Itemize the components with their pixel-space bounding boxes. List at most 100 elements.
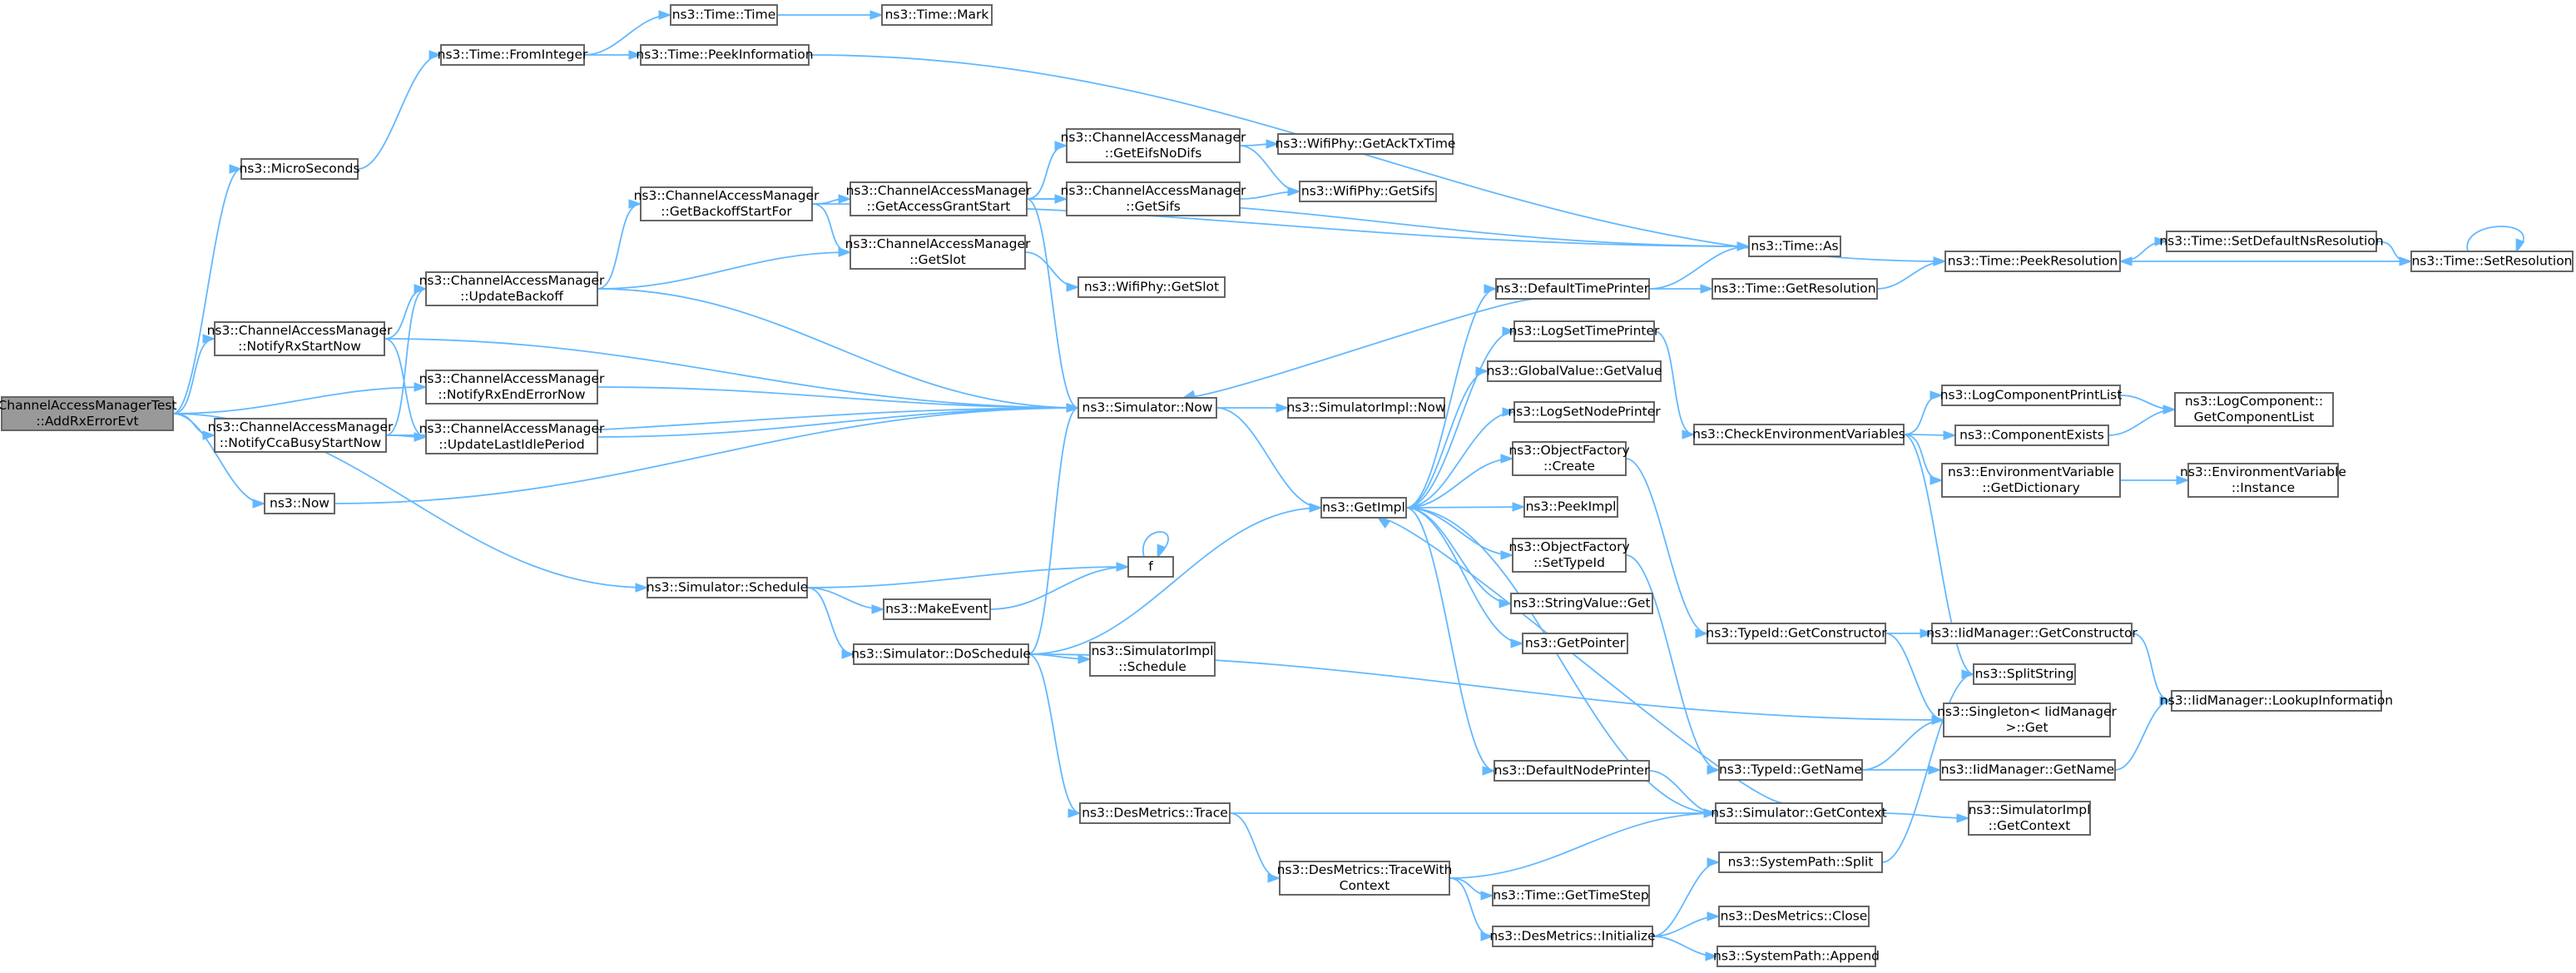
node-wifi_getslot[interactable]: ns3::WifiPhy::GetSlot [1077, 276, 1226, 298]
node-peekimpl[interactable]: ns3::PeekImpl [1523, 496, 1618, 518]
node-makeevent[interactable]: ns3::MakeEvent [883, 598, 991, 620]
node-iidgetname[interactable]: ns3::IidManager::GetName [1939, 759, 2116, 781]
node-box[interactable] [1066, 128, 1241, 163]
node-updatebackoff[interactable]: ns3::ChannelAccessManager::UpdateBackoff [419, 271, 605, 306]
node-logsettimeprinter[interactable]: ns3::LogSetTimePrinter [1509, 320, 1660, 342]
node-box[interactable] [1523, 496, 1618, 518]
node-box[interactable] [1513, 401, 1655, 423]
node-logcompprintlist[interactable]: ns3::LogComponentPrintList [1940, 385, 2123, 406]
node-box[interactable] [1973, 663, 2076, 685]
node-desclose[interactable]: ns3::DesMetrics::Close [1718, 906, 1870, 927]
node-defaulttimeprinter[interactable]: ns3::DefaultTimePrinter [1495, 278, 1650, 300]
node-box[interactable] [425, 271, 598, 306]
node-typeidgetname[interactable]: ns3::TypeId::GetName [1718, 759, 1863, 781]
node-box[interactable] [1939, 759, 2116, 781]
node-box[interactable] [1127, 556, 1174, 578]
node-getpointer[interactable]: ns3::GetPointer [1522, 633, 1628, 654]
node-box[interactable] [1512, 538, 1627, 573]
node-box[interactable] [1487, 360, 1662, 382]
node-box[interactable] [1, 396, 174, 431]
node-box[interactable] [2171, 690, 2382, 712]
node-box[interactable] [425, 370, 598, 405]
node-box[interactable] [1941, 463, 2121, 498]
node-box[interactable] [881, 4, 993, 26]
node-box[interactable] [1510, 593, 1653, 614]
node-box[interactable] [1320, 497, 1407, 519]
node-box[interactable] [2410, 251, 2574, 272]
node-box[interactable] [425, 419, 598, 454]
node-box[interactable] [1079, 802, 1231, 824]
node-box[interactable] [883, 598, 991, 620]
node-defaultnodeprinter[interactable]: ns3::DefaultNodePrinter [1494, 760, 1650, 782]
node-syspathsplit[interactable]: ns3::SystemPath::Split [1718, 851, 1883, 873]
node-getresolution[interactable]: ns3::Time::GetResolution [1712, 278, 1878, 300]
node-cam_getslot[interactable]: ns3::ChannelAccessManager::GetSlot [845, 235, 1031, 270]
node-schedule[interactable]: ns3::Simulator::Schedule [646, 577, 808, 598]
node-box[interactable] [1693, 424, 1905, 445]
node-box[interactable] [2187, 463, 2339, 498]
node-peekresolution[interactable]: ns3::Time::PeekResolution [1944, 251, 2121, 272]
node-box[interactable] [1931, 623, 2133, 644]
node-box[interactable] [1299, 181, 1437, 202]
node-getacktx[interactable]: ns3::WifiPhy::GetAckTxTime [1276, 133, 1456, 155]
node-box[interactable] [1279, 861, 1450, 896]
node-gettimestep[interactable]: ns3::Time::GetTimeStep [1492, 885, 1650, 906]
node-updatelastidle[interactable]: ns3::ChannelAccessManager::UpdateLastIdl… [419, 419, 605, 454]
node-box[interactable] [1492, 885, 1650, 906]
node-box[interactable] [670, 4, 778, 26]
node-peekinfo[interactable]: ns3::Time::PeekInformation [636, 44, 814, 66]
node-box[interactable] [1715, 802, 1883, 824]
node-box[interactable] [2174, 392, 2334, 427]
node-syspathappend[interactable]: ns3::SystemPath::Append [1713, 946, 1880, 967]
node-box[interactable] [214, 321, 385, 356]
node-checkenv[interactable]: ns3::CheckEnvironmentVariables [1692, 424, 1905, 445]
node-getcomponentlist[interactable]: ns3::LogComponent::GetComponentList [2174, 392, 2334, 427]
node-notifyrxend[interactable]: ns3::ChannelAccessManager::NotifyRxEndEr… [419, 370, 605, 405]
node-desinit[interactable]: ns3::DesMetrics::Initialize [1489, 926, 1656, 947]
node-simnow[interactable]: ns3::Simulator::Now [1077, 397, 1217, 419]
node-box[interactable] [214, 418, 387, 453]
node-globalvalueget[interactable]: ns3::GlobalValue::GetValue [1487, 360, 1662, 382]
node-splitstring[interactable]: ns3::SplitString [1973, 663, 2076, 685]
node-iidgetctor[interactable]: ns3::IidManager::GetConstructor [1926, 623, 2138, 644]
node-getimpl[interactable]: ns3::GetImpl [1320, 497, 1407, 519]
node-notifycca[interactable]: ns3::ChannelAccessManager::NotifyCcaBusy… [208, 418, 394, 453]
node-box[interactable] [1707, 623, 1886, 644]
node-setdefaultns[interactable]: ns3::Time::SetDefaultNsResolution [2159, 231, 2384, 252]
node-box[interactable] [1066, 181, 1241, 216]
node-doschedule[interactable]: ns3::Simulator::DoSchedule [851, 643, 1031, 665]
node-componentexists[interactable]: ns3::ComponentExists [1954, 424, 2109, 446]
node-logsetnodeprinter[interactable]: ns3::LogSetNodePrinter [1508, 401, 1661, 423]
node-box[interactable] [1748, 236, 1841, 257]
node-box[interactable] [646, 577, 808, 598]
node-iidlookup[interactable]: ns3::IidManager::LookupInformation [2160, 690, 2393, 712]
node-box[interactable] [1492, 926, 1653, 947]
node-box[interactable] [264, 493, 335, 514]
node-envgetdict[interactable]: ns3::EnvironmentVariable::GetDictionary [1941, 463, 2121, 498]
node-box[interactable] [850, 235, 1026, 270]
node-box[interactable] [1494, 760, 1650, 782]
node-envinstance[interactable]: ns3::EnvironmentVariable::Instance [2180, 463, 2346, 498]
node-box[interactable] [240, 158, 359, 180]
node-microseconds[interactable]: ns3::MicroSeconds [239, 158, 360, 180]
node-box[interactable] [1077, 276, 1226, 298]
node-box[interactable] [1712, 278, 1878, 300]
node-box[interactable] [1277, 133, 1454, 155]
node-stringvalueget[interactable]: ns3::StringValue::Get [1510, 593, 1653, 614]
node-simimplschedule[interactable]: ns3::SimulatorImpl::Schedule [1089, 642, 1216, 677]
node-box[interactable] [850, 181, 1028, 216]
node-box[interactable] [1512, 441, 1627, 476]
node-box[interactable] [1944, 251, 2121, 272]
node-box[interactable] [1718, 759, 1863, 781]
node-simimplnow[interactable]: ns3::SimulatorImpl::Now [1286, 397, 1446, 419]
node-box[interactable] [1718, 851, 1883, 873]
node-geteifs[interactable]: ns3::ChannelAccessManager::GetEifsNoDifs [1061, 128, 1246, 163]
node-box[interactable] [1495, 278, 1650, 300]
node-simgetcontext[interactable]: ns3::Simulator::GetContext [1711, 802, 1887, 824]
node-box[interactable] [1943, 702, 2111, 737]
node-box[interactable] [1089, 642, 1216, 677]
node-box[interactable] [1513, 320, 1655, 342]
node-timemark[interactable]: ns3::Time::Mark [881, 4, 993, 26]
node-destrace[interactable]: ns3::DesMetrics::Trace [1079, 802, 1231, 824]
